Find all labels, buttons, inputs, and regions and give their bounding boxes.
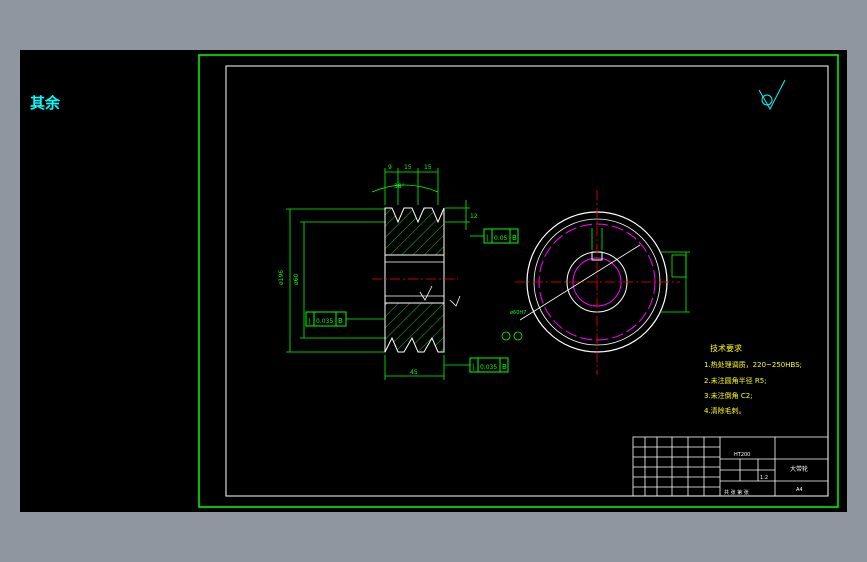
tolerance-top-right: | 0.05 B bbox=[470, 228, 519, 244]
title-material: HT200 bbox=[734, 452, 750, 458]
tech-req-2: 2.未注圆角半径 R5; bbox=[704, 376, 767, 385]
tech-req-3: 3.未注倒角 C2; bbox=[704, 391, 753, 400]
tol-tr-ref: B bbox=[512, 234, 517, 242]
tech-req-1: 1.热处理调质，220~250HBS; bbox=[704, 360, 802, 369]
title-part-name: 大带轮 bbox=[790, 465, 808, 473]
tech-req-title: 技术要求 bbox=[710, 343, 742, 353]
tol-bottom-val: 0.035 bbox=[480, 364, 497, 371]
title-scale: 1:2 bbox=[760, 475, 768, 481]
tech-requirements: 技术要求 1.热处理调质，220~250HBS; 2.未注圆角半径 R5; 3.… bbox=[704, 343, 802, 415]
tol-left-val: 0.035 bbox=[316, 318, 333, 325]
tol-tr-sym: | bbox=[486, 234, 488, 242]
dim-outer-diameter: ø196 bbox=[278, 270, 285, 285]
corner-label: 其余 bbox=[30, 94, 61, 112]
top-rim bbox=[384, 207, 445, 256]
dim-inner-diameter: ø60 bbox=[293, 274, 300, 285]
front-view: ø60H7 bbox=[501, 190, 690, 375]
tol-bottom-ref: B bbox=[502, 363, 507, 371]
section-view: ø196 ø60 9 15 15 38° 12 bbox=[278, 164, 478, 380]
dim-top-15b: 15 bbox=[424, 164, 432, 171]
dim-right-12: 12 bbox=[470, 213, 478, 220]
inner-frame bbox=[225, 65, 829, 497]
dim-bore: ø60H7 bbox=[510, 310, 526, 316]
tol-bottom-sym: | bbox=[472, 363, 474, 371]
dim-width-45: 45 bbox=[410, 369, 418, 376]
sheet-background bbox=[20, 50, 847, 512]
dim-top-15a: 15 bbox=[404, 164, 412, 171]
title-block bbox=[632, 436, 829, 497]
tol-left-sym: | bbox=[308, 317, 310, 325]
title-drawing-no: A4 bbox=[796, 487, 803, 493]
roughness-symbol bbox=[758, 79, 786, 111]
tolerance-left: | 0.035 B bbox=[305, 311, 385, 327]
outer-frame bbox=[198, 54, 839, 508]
tol-tr-val: 0.05 bbox=[494, 235, 508, 242]
bottom-rim bbox=[384, 302, 445, 353]
tol-left-ref: B bbox=[338, 317, 343, 325]
title-sheet: 共 张 第 张 bbox=[724, 489, 749, 496]
tolerance-bottom: | 0.035 B bbox=[444, 357, 509, 373]
dim-angle: 38° bbox=[394, 183, 405, 190]
tech-req-4: 4.清除毛刺。 bbox=[704, 406, 746, 415]
dim-top-9: 9 bbox=[388, 164, 392, 171]
